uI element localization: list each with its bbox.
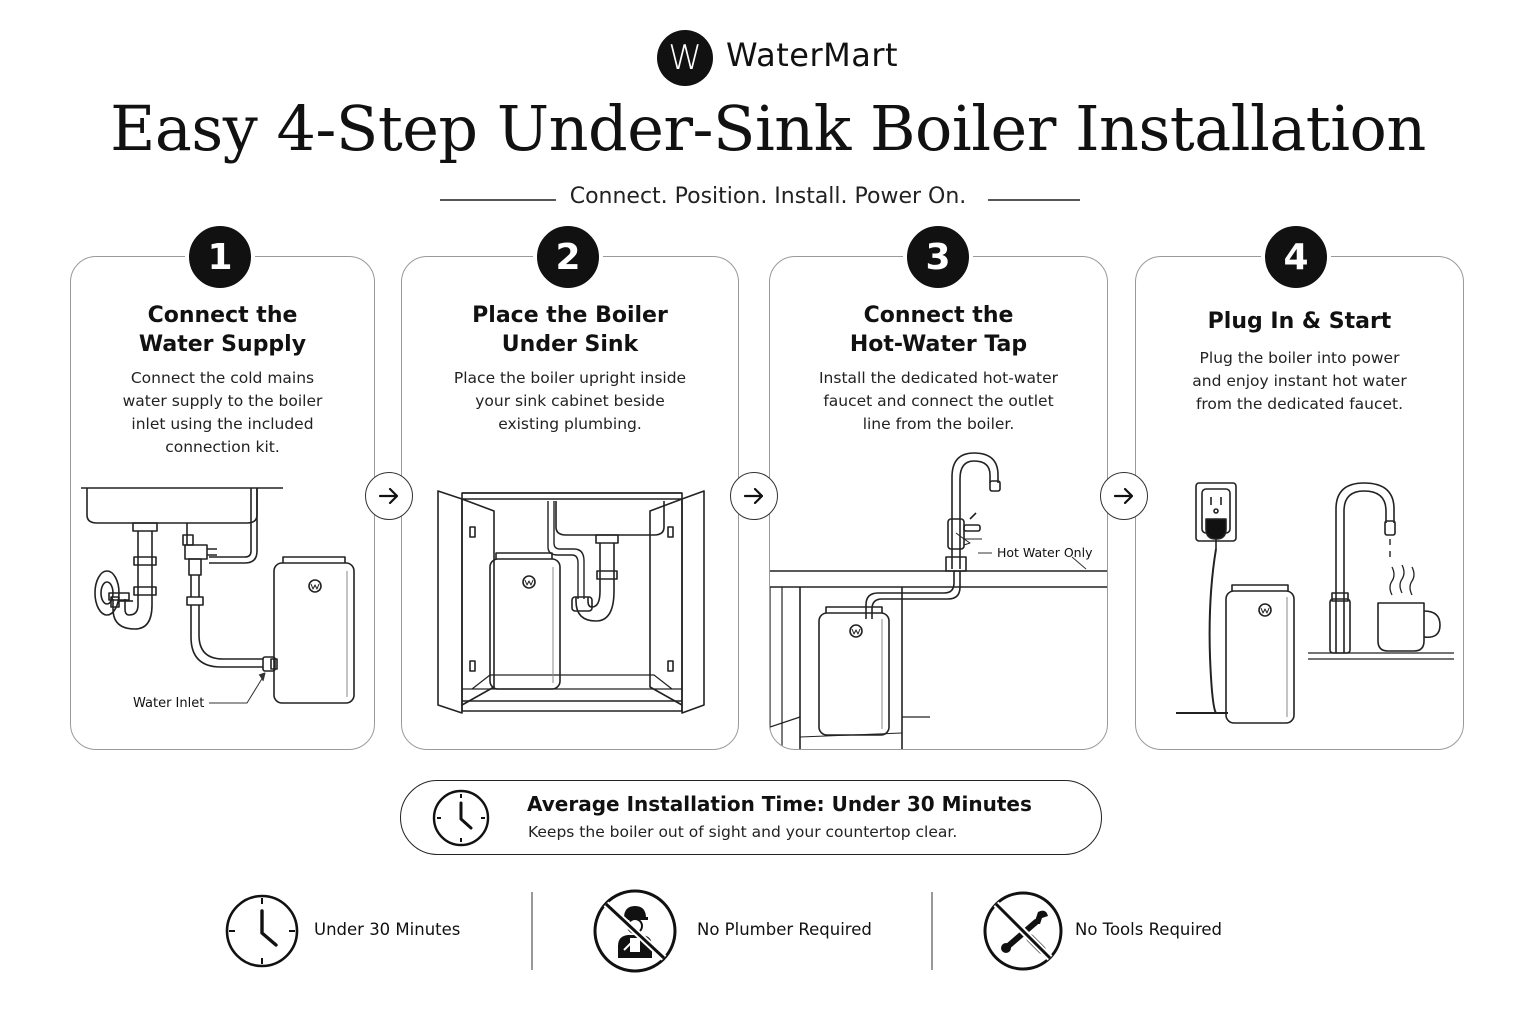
feature-divider <box>931 892 933 970</box>
step-description: Connect the cold mains water supply to t… <box>122 369 323 456</box>
step-card-3: Connect the Hot-Water Tap Install the de… <box>769 256 1108 750</box>
step-number-1: 1 <box>185 222 255 292</box>
step-description: Plug the boiler into power and enjoy ins… <box>1192 349 1407 413</box>
feature-label: No Tools Required <box>1075 920 1223 939</box>
banner-title: Average Installation Time: Under 30 Minu… <box>527 792 1032 816</box>
step-number-4: 4 <box>1261 222 1331 292</box>
feature-label: Under 30 Minutes <box>314 920 461 939</box>
step-title: Connect the Water Supply <box>138 303 307 357</box>
plug-in-illustration <box>1176 482 1454 724</box>
feature-clock-icon <box>224 893 300 969</box>
hot-water-tap-illustration: Hot Water Only <box>770 452 1107 749</box>
water-supply-illustration: Water Inlet <box>81 487 355 711</box>
hot-water-only-callout: Hot Water Only <box>997 545 1093 560</box>
subtitle-rule-right <box>988 199 1080 201</box>
step-title: Connect the Hot-Water Tap <box>849 303 1028 357</box>
step-description: Install the dedicated hot-water faucet a… <box>818 369 1058 433</box>
brand-name: WaterMart <box>726 36 899 74</box>
feature-label: No Plumber Required <box>697 920 872 939</box>
water-inlet-callout: Water Inlet <box>133 696 204 711</box>
banner-subtitle: Keeps the boiler out of sight and your c… <box>528 823 958 841</box>
step-number-2: 2 <box>533 222 603 292</box>
page-title: Easy 4-Step Under-Sink Boiler Installati… <box>110 92 1426 165</box>
cabinet-boiler-illustration <box>437 490 705 714</box>
no-tools-icon <box>982 890 1064 972</box>
clock-icon <box>432 789 490 847</box>
step-description: Place the boiler upright inside your sin… <box>453 369 687 433</box>
step-card-4: Plug In & Start Plug the boiler into pow… <box>1135 256 1464 750</box>
no-plumber-icon <box>592 888 678 974</box>
next-step-arrow-icon <box>365 472 413 520</box>
step-title: Plug In & Start <box>1207 309 1392 334</box>
brand-logo: W <box>657 30 713 86</box>
step-card-1: Connect the Water Supply Connect the col… <box>70 256 375 750</box>
next-step-arrow-icon <box>1100 472 1148 520</box>
step-card-2: Place the Boiler Under Sink Place the bo… <box>401 256 739 750</box>
page-subtitle: Connect. Position. Install. Power On. <box>569 184 967 209</box>
subtitle-rule-left <box>440 199 556 201</box>
step-title: Place the Boiler Under Sink <box>472 303 668 357</box>
feature-divider <box>531 892 533 970</box>
next-step-arrow-icon <box>730 472 778 520</box>
step-number-3: 3 <box>903 222 973 292</box>
brand-logo-letter: W <box>668 38 702 78</box>
installation-time-banner: Average Installation Time: Under 30 Minu… <box>400 780 1102 855</box>
